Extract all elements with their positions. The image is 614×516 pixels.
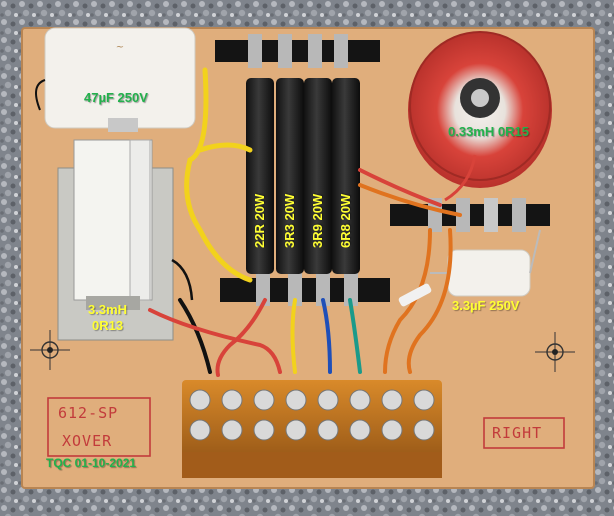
label-resistor-6r8: 6R8 20W <box>338 193 353 248</box>
resistor-3r9 <box>304 78 332 274</box>
label-inductor-3-3mh-value: 3.3mH <box>88 302 128 317</box>
label-capacitor-3-3uf: 3.3µF 250V <box>452 298 520 313</box>
label-capacitor-47uf: 47µF 250V <box>84 90 148 105</box>
board-text-model: 612-SP <box>58 404 119 422</box>
mounting-hole-left <box>30 330 70 370</box>
label-date: TQC 01-10-2021 <box>46 456 137 470</box>
resistor-3r3 <box>276 78 304 274</box>
model-label-box <box>47 397 151 457</box>
resistor-22r <box>246 78 274 274</box>
label-resistor-3r9: 3R9 20W <box>310 193 325 248</box>
svg-text:~: ~ <box>116 42 124 53</box>
capacitor-47uf: ~ <box>35 27 196 132</box>
label-resistor-3r3: 3R3 20W <box>282 193 297 248</box>
terminal-block <box>182 380 442 478</box>
side-label-box <box>483 417 565 449</box>
mounting-hole-right <box>535 332 575 372</box>
label-inductor-0-33mh: 0.33mH 0R15 <box>448 124 529 139</box>
cable-tie <box>398 283 432 307</box>
terminal-strip-top <box>215 34 380 68</box>
wiring <box>148 67 462 377</box>
resistor-6r8 <box>332 78 360 274</box>
board-text-xover: XOVER <box>62 432 113 450</box>
label-inductor-3-3mh-dcr: 0R13 <box>92 318 124 333</box>
board-text-side: RIGHT <box>492 424 543 442</box>
label-resistor-22r: 22R 20W <box>252 193 267 248</box>
inductor-0-33mh <box>408 31 552 202</box>
